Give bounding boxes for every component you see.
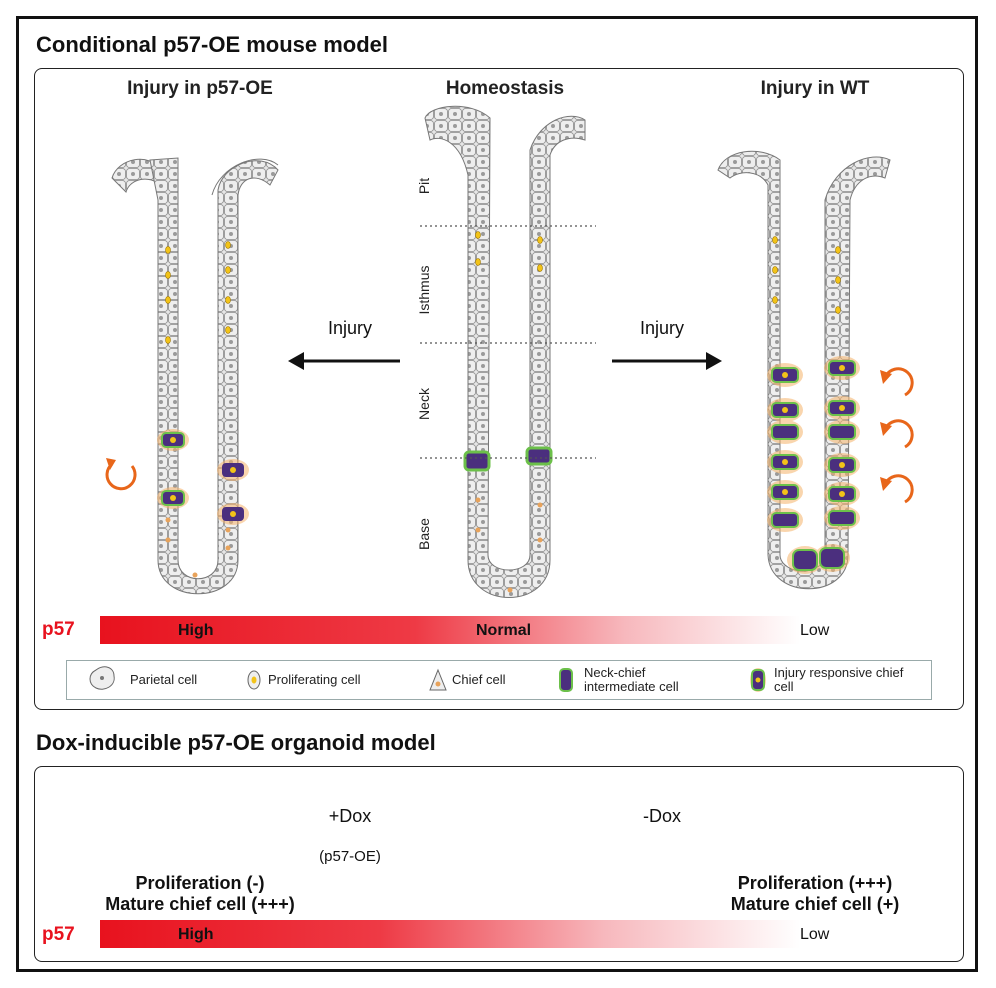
p57-oe-sublabel: (p57-OE) <box>319 848 381 865</box>
gradient-low-bottom: Low <box>800 926 830 943</box>
mouse-model-panel <box>34 68 964 710</box>
injury-label-left: Injury <box>327 318 372 338</box>
p57-gradient-bar-top <box>100 616 800 644</box>
proliferating-cell-icon <box>247 670 261 690</box>
legend-label-chief: Chief cell <box>452 672 506 687</box>
heading-injury-wt: Injury in WT <box>760 78 870 99</box>
section-title-organoid-model: Dox-inducible p57-OE organoid model <box>36 730 436 755</box>
gradient-normal: Normal <box>476 622 532 639</box>
injury-arrows <box>288 352 722 370</box>
plus-dox-label: +Dox <box>328 806 372 826</box>
parietal-cell-icon <box>89 666 115 690</box>
legend-label-injury-responsive: Injury responsive chief cell <box>774 665 904 694</box>
neck-chief-intermediate-cell-icon <box>559 668 573 692</box>
injury-label-right: Injury <box>639 318 684 338</box>
minus-dox-label: -Dox <box>642 806 681 826</box>
chief-cell-icon <box>429 668 447 691</box>
gland-p57-oe <box>105 157 279 595</box>
left-caption-mature: Mature chief cell (+++) <box>105 894 295 914</box>
gradient-low-top: Low <box>800 622 830 639</box>
right-caption-mature: Mature chief cell (+) <box>730 894 900 914</box>
gradient-high-top: High <box>178 622 214 639</box>
p57-label-bottom: p57 <box>42 924 75 945</box>
legend-label-parietal: Parietal cell <box>130 672 198 687</box>
gradient-high-bottom: High <box>178 926 214 943</box>
legend-label-neck-chief: Neck-chief intermediate cell <box>584 665 679 694</box>
p57-label-top: p57 <box>42 619 75 640</box>
injury-responsive-chief-cell-icon <box>750 668 766 692</box>
section-title-mouse-model: Conditional p57-OE mouse model <box>36 32 389 57</box>
gland-homeostasis <box>420 105 596 598</box>
legend-label-proliferating: Proliferating cell <box>268 672 361 687</box>
left-caption-proliferation: Proliferation (-) <box>135 873 265 893</box>
cell-legend <box>66 660 932 700</box>
heading-injury-p57-oe: Injury in p57-OE <box>127 78 273 99</box>
right-caption-proliferation: Proliferation (+++) <box>737 873 893 893</box>
p57-gradient-bar-bottom <box>100 920 800 948</box>
heading-homeostasis: Homeostasis <box>445 78 565 99</box>
gland-injury-wt <box>717 150 914 590</box>
